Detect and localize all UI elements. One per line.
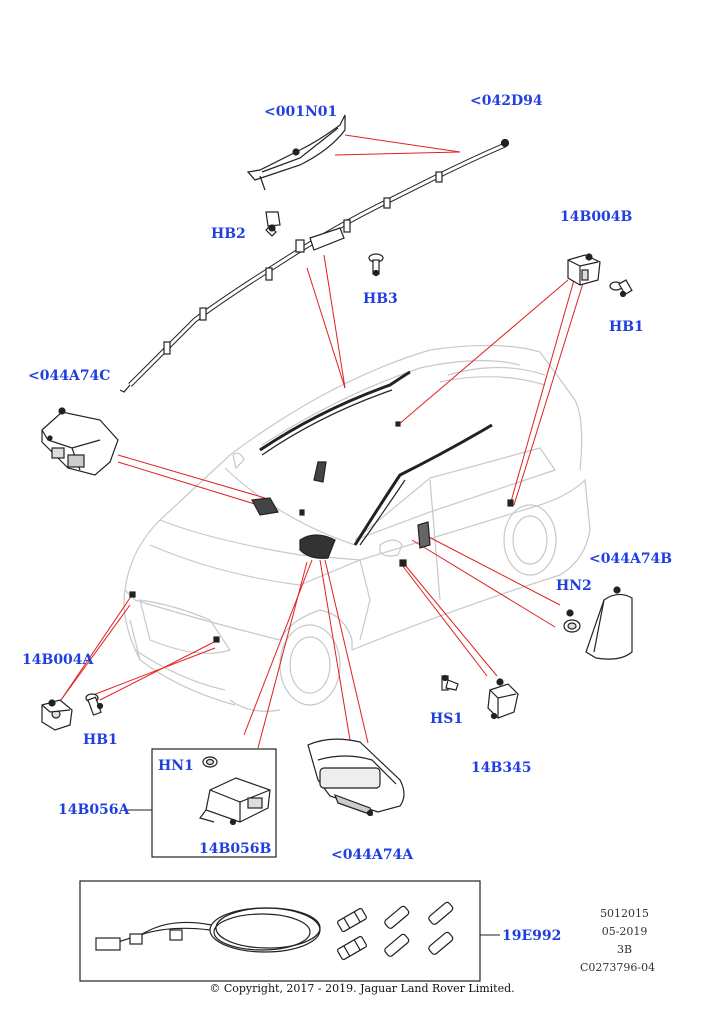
hb2-bolt-part [265,211,281,237]
installed-parts [129,370,514,643]
callout-hb3[interactable]: HB3 [363,291,398,307]
sensor-14b345-part [487,678,519,720]
curtain-airbag-part [119,114,510,393]
hn2-nut-part [563,609,581,633]
passenger-airbag-044a74a-part [307,738,405,817]
ref-line-3: 3B [617,943,633,956]
side-airbag-044a74b-part [585,586,633,660]
ref-line-2: 05-2019 [601,925,648,938]
callout-14b056b[interactable]: 14B056B [199,841,272,857]
callout-hb1-right[interactable]: HB1 [609,319,644,335]
module-group-box [124,748,277,858]
callout-19e992[interactable]: 19E992 [502,928,562,944]
hn1-nut-part [202,756,218,768]
callout-14b345[interactable]: 14B345 [471,760,532,776]
copyright-notice: © Copyright, 2017 - 2019. Jaguar Land Ro… [209,982,515,995]
ref-line-4: C0273796-04 [580,961,656,974]
hb1-right-bolt-part [609,279,633,298]
wiring-harness-part [95,907,321,953]
sensor-14b004a-part [41,699,73,731]
hb3-bolt-part [368,253,384,277]
illustration-reference-block: 5012015 05-2019 3B C0273796-04 [580,905,655,977]
callout-14b056a[interactable]: 14B056A [58,802,130,818]
callout-hs1[interactable]: HS1 [430,711,464,727]
hs1-stud-part [441,674,459,691]
callout-042d94[interactable]: <042D94 [470,93,543,109]
wiring-kit-box [79,880,500,982]
leader-lines [60,134,585,749]
sensor-14b004b-part [567,253,601,286]
callout-hb2[interactable]: HB2 [211,226,246,242]
callout-hb1-left[interactable]: HB1 [83,732,118,748]
callout-hn1[interactable]: HN1 [158,758,194,774]
callout-044a74a[interactable]: <044A74A [331,847,414,863]
callout-044a74b[interactable]: <044A74B [589,551,673,567]
callout-14b004a[interactable]: 14B004A [22,652,94,668]
driver-airbag-044a74c-part [41,407,119,476]
callout-14b004b[interactable]: 14B004B [560,209,633,225]
splice-connectors-part [337,901,454,961]
callout-hn2[interactable]: HN2 [556,578,592,594]
restraint-control-module-part [198,777,271,826]
callout-044a74c[interactable]: <044A74C [28,368,111,384]
hb1-left-bolt-part [85,693,104,716]
callout-001n01[interactable]: <001N01 [264,104,338,120]
ref-line-1: 5012015 [600,907,650,920]
